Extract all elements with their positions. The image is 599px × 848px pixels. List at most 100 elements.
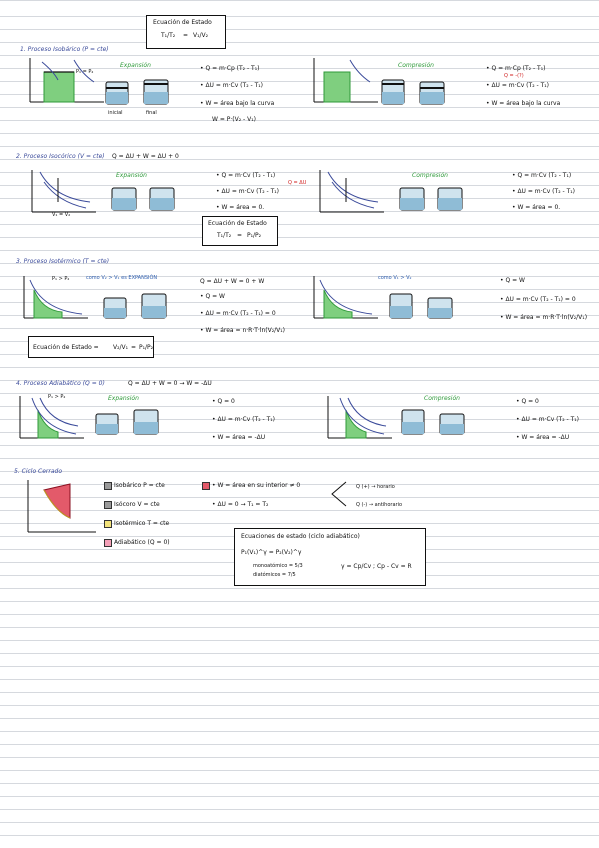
isochoric-header-eq: Q = ΔU + W = ΔU + 0 [112,153,179,160]
isobaric-cylinders-expansion [105,79,169,105]
isobaric-graph-label: P₁ = P₂ [76,69,94,75]
isothermal-comp-line-2: • ΔU = m·Cv (T₂ - T₁) = 0 [500,296,576,303]
adiabatic-exp-line-1: • Q = 0 [212,398,235,405]
adiabatic-cylinders-compression [401,409,465,435]
isothermal-graph-expansion [23,276,88,319]
isothermal-exp-line-2: • ΔU = m·Cv (T₂ - T₁) = 0 [200,310,276,317]
cycle-red-marker [202,482,210,490]
isothermal-eq-box: Ecuación de Estado = V₂/V₁ = P₁/P₂ [28,336,154,358]
cycle-bracket [331,481,347,507]
isobaric-comp-line-2: • ΔU = m·Cv (T₂ - T₁) [486,82,549,89]
adiabatic-graph-compression [327,396,392,439]
adiabatic-header-eq: Q = ΔU + W = 0 → W = -ΔU [128,380,212,387]
cycle-graph [27,480,96,533]
title-text: Ecuación de Estado [153,19,212,26]
legend-label-isochoric: Isócoro V = cte [114,501,160,508]
title-box: Ecuación de Estado T₁/T₂ = V₁/V₂ [146,15,226,49]
cycle-eq-box: Ecuaciones de estado (ciclo adiabático) … [234,528,426,586]
isochoric-cylinders-compression [399,187,463,211]
equals-sign: = [131,344,137,351]
isothermal-comp-line-3: • W = área = m·R·T·ln(V₂/V₁) [500,314,588,321]
isobaric-compression-title: Compresión [398,62,434,69]
isochoric-graph-compression [319,170,384,213]
isochoric-eq-title: Ecuación de Estado [208,220,267,227]
title-formula-left: T₁/T₂ [161,32,176,39]
isochoric-exp-line-2: • ΔU = m·Cv (T₂ - T₁) [216,188,279,195]
adiabatic-expansion-title: Expansión [108,395,139,402]
isochoric-graph-expansion [31,170,96,213]
isothermal-eq-label: Ecuación de Estado = [33,344,99,351]
cycle-eq-title: Ecuaciones de estado (ciclo adiabático) [241,533,360,540]
isobaric-graph-compression [313,58,378,103]
isobaric-exp-line-3: • W = área bajo la curva [200,100,275,107]
legend-swatch-isochoric [104,501,112,509]
isobaric-comp-line-3: • W = área bajo la curva [486,100,561,107]
adiabatic-comp-line-1: • Q = 0 [516,398,539,405]
cycle-eq-diat: diatómicos = 7/5 [253,572,296,578]
isobaric-exp-line-4: W = P·(V₂ - V₁) [212,116,256,123]
isochoric-comp-line-2: • ΔU = m·Cv (T₂ - T₁) [512,188,575,195]
isochoric-exp-line-1: • Q = m·Cv (T₂ - T₁) [216,172,276,179]
isochoric-axis-label: V₁ = V₂ [52,212,71,218]
isothermal-graph-label: P₁ > P₂ [52,276,70,282]
isobaric-final-label: final [146,110,157,116]
isochoric-comp-line-3: • W = área = 0. [512,204,561,211]
legend-label-isobaric: Isobárico P = cte [114,482,165,489]
isothermal-comp-title: como V₁ > V₂ [378,275,412,281]
isochoric-eq-box: Ecuación de Estado T₁/T₂ = P₁/P₂ [202,216,278,246]
legend-label-adiabatic: Adiabático (Q = 0) [114,539,170,546]
cycle-du-line: • ΔU = 0 → T₁ = T₂ [212,501,269,508]
isochoric-eq-left: T₁/T₂ [217,232,232,239]
equals-sign: = [183,32,189,39]
isochoric-note: Q = ΔU [288,180,307,186]
isochoric-cylinders-expansion [111,187,175,211]
isobaric-initial-label: inicial [108,110,123,116]
adiabatic-graph-label: P₁ > P₂ [48,394,66,400]
isochoric-eq-right: P₁/P₂ [247,232,262,239]
isobaric-graph-expansion [29,58,104,103]
isobaric-expansion-title: Expansión [120,62,151,69]
equals-sign: = [237,232,243,239]
cycle-header: 5. Ciclo Cerrado [14,468,63,475]
adiabatic-cylinders-expansion [95,409,159,435]
adiabatic-graph-expansion [19,396,84,439]
legend-swatch-isobaric [104,482,112,490]
isothermal-cylinders-expansion [103,293,167,319]
isobaric-cylinders-compression [381,79,445,105]
isothermal-graph-compression [313,276,378,319]
adiabatic-header: 4. Proceso Adiabático (Q = 0) [16,380,105,387]
isobaric-exp-line-1: • Q = m·Cp (T₂ - T₁) [200,65,260,72]
isochoric-exp-line-3: • W = área = 0. [216,204,265,211]
isothermal-exp-line-3: • W = área = n·R·T·ln(V₂/V₁) [200,327,285,334]
isothermal-expansion-title: como V₂ > V₁ es EXPANSIÓN [86,275,158,281]
isobaric-comp-note: Q = -(?) [504,73,524,79]
legend-swatch-isothermal [104,520,112,528]
isothermal-energy-eq: Q = ΔU + W = 0 + W [200,278,265,285]
adiabatic-comp-line-3: • W = área = -ΔU [516,434,570,441]
cycle-eq-gamma: γ = Cp/Cv ; Cp - Cv = R [341,563,412,570]
isochoric-comp-line-1: • Q = m·Cv (T₂ - T₁) [512,172,572,179]
adiabatic-compression-title: Compresión [424,395,460,402]
adiabatic-exp-line-3: • W = área = -ΔU [212,434,266,441]
cycle-antihorario: Q (-) → antihorario [356,502,403,508]
isobaric-header: 1. Proceso Isobárico (P = cte) [20,46,109,53]
isochoric-expansion-title: Expansión [116,172,147,179]
cycle-eq-main: P₁(V₁)^γ = P₂(V₂)^γ [241,549,302,556]
cycle-w-line: • W = área en su interior ≠ 0 [212,482,301,489]
isothermal-comp-line-1: • Q = W [500,277,525,284]
isothermal-eq-left: V₂/V₁ [113,344,129,351]
title-formula-right: V₁/V₂ [193,32,209,39]
isobaric-exp-line-2: • ΔU = m·Cv (T₂ - T₁) [200,82,263,89]
legend-swatch-adiabatic [104,539,112,547]
legend-label-isothermal: Isotérmico T = cte [114,520,170,527]
isochoric-compression-title: Compresión [412,172,448,179]
adiabatic-exp-line-2: • ΔU = m·Cv (T₂ - T₁) [212,416,275,423]
cycle-horario: Q (+) → horario [356,484,395,490]
isothermal-eq-right: P₁/P₂ [139,344,154,351]
isochoric-header: 2. Proceso Isocórico (V = cte) [16,153,105,160]
isobaric-comp-line-1: • Q = m·Cp (T₂ - T₁) [486,65,546,72]
adiabatic-comp-line-2: • ΔU = m·Cv (T₂ - T₁) [516,416,579,423]
isothermal-header: 3. Proceso Isotérmico (T = cte) [16,258,110,265]
cycle-eq-mono: monoatómico = 5/3 [253,563,303,569]
